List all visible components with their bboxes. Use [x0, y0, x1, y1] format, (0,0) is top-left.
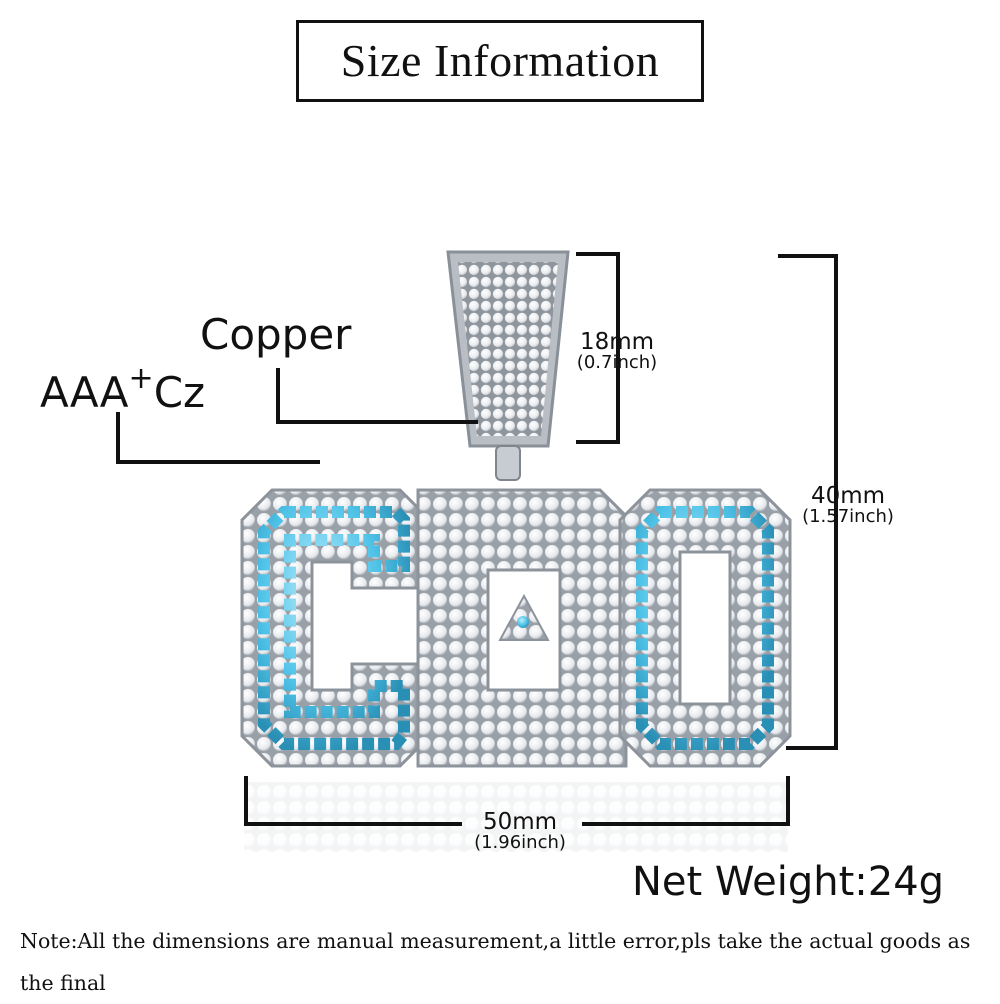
letter-o: [618, 488, 792, 768]
bail-height-bracket: [576, 252, 620, 444]
title-box: Size Information: [296, 20, 704, 102]
note-text: Note:All the dimensions are manual measu…: [20, 929, 971, 995]
page-title: Size Information: [340, 35, 660, 86]
cz-leader-line: [116, 412, 320, 464]
stone-plus: +: [128, 361, 154, 396]
net-weight: Net Weight:24g: [632, 859, 945, 905]
material-label: Copper: [200, 310, 352, 359]
width-mm: 50mm: [482, 809, 558, 835]
bail-height-label: 18mm (0.7inch): [562, 330, 672, 373]
total-height-inch: (1.57inch): [802, 506, 894, 528]
letter-e: [416, 488, 628, 768]
copper-leader-line: [276, 368, 478, 424]
bail-height-inch: (0.7inch): [576, 352, 658, 374]
total-height-bracket: [778, 254, 838, 750]
width-inch: (1.96inch): [474, 832, 566, 854]
bail: [446, 250, 570, 481]
total-height-mm: 40mm: [810, 483, 886, 509]
bail-height-mm: 18mm: [579, 329, 655, 355]
stone-label: AAA+Cz: [40, 364, 206, 417]
total-height-label: 40mm (1.57inch): [788, 484, 908, 527]
stone-suffix: Cz: [153, 368, 206, 417]
width-label: 50mm (1.96inch): [455, 810, 585, 853]
stone-prefix: AAA: [40, 368, 129, 417]
reflection: [244, 782, 788, 852]
